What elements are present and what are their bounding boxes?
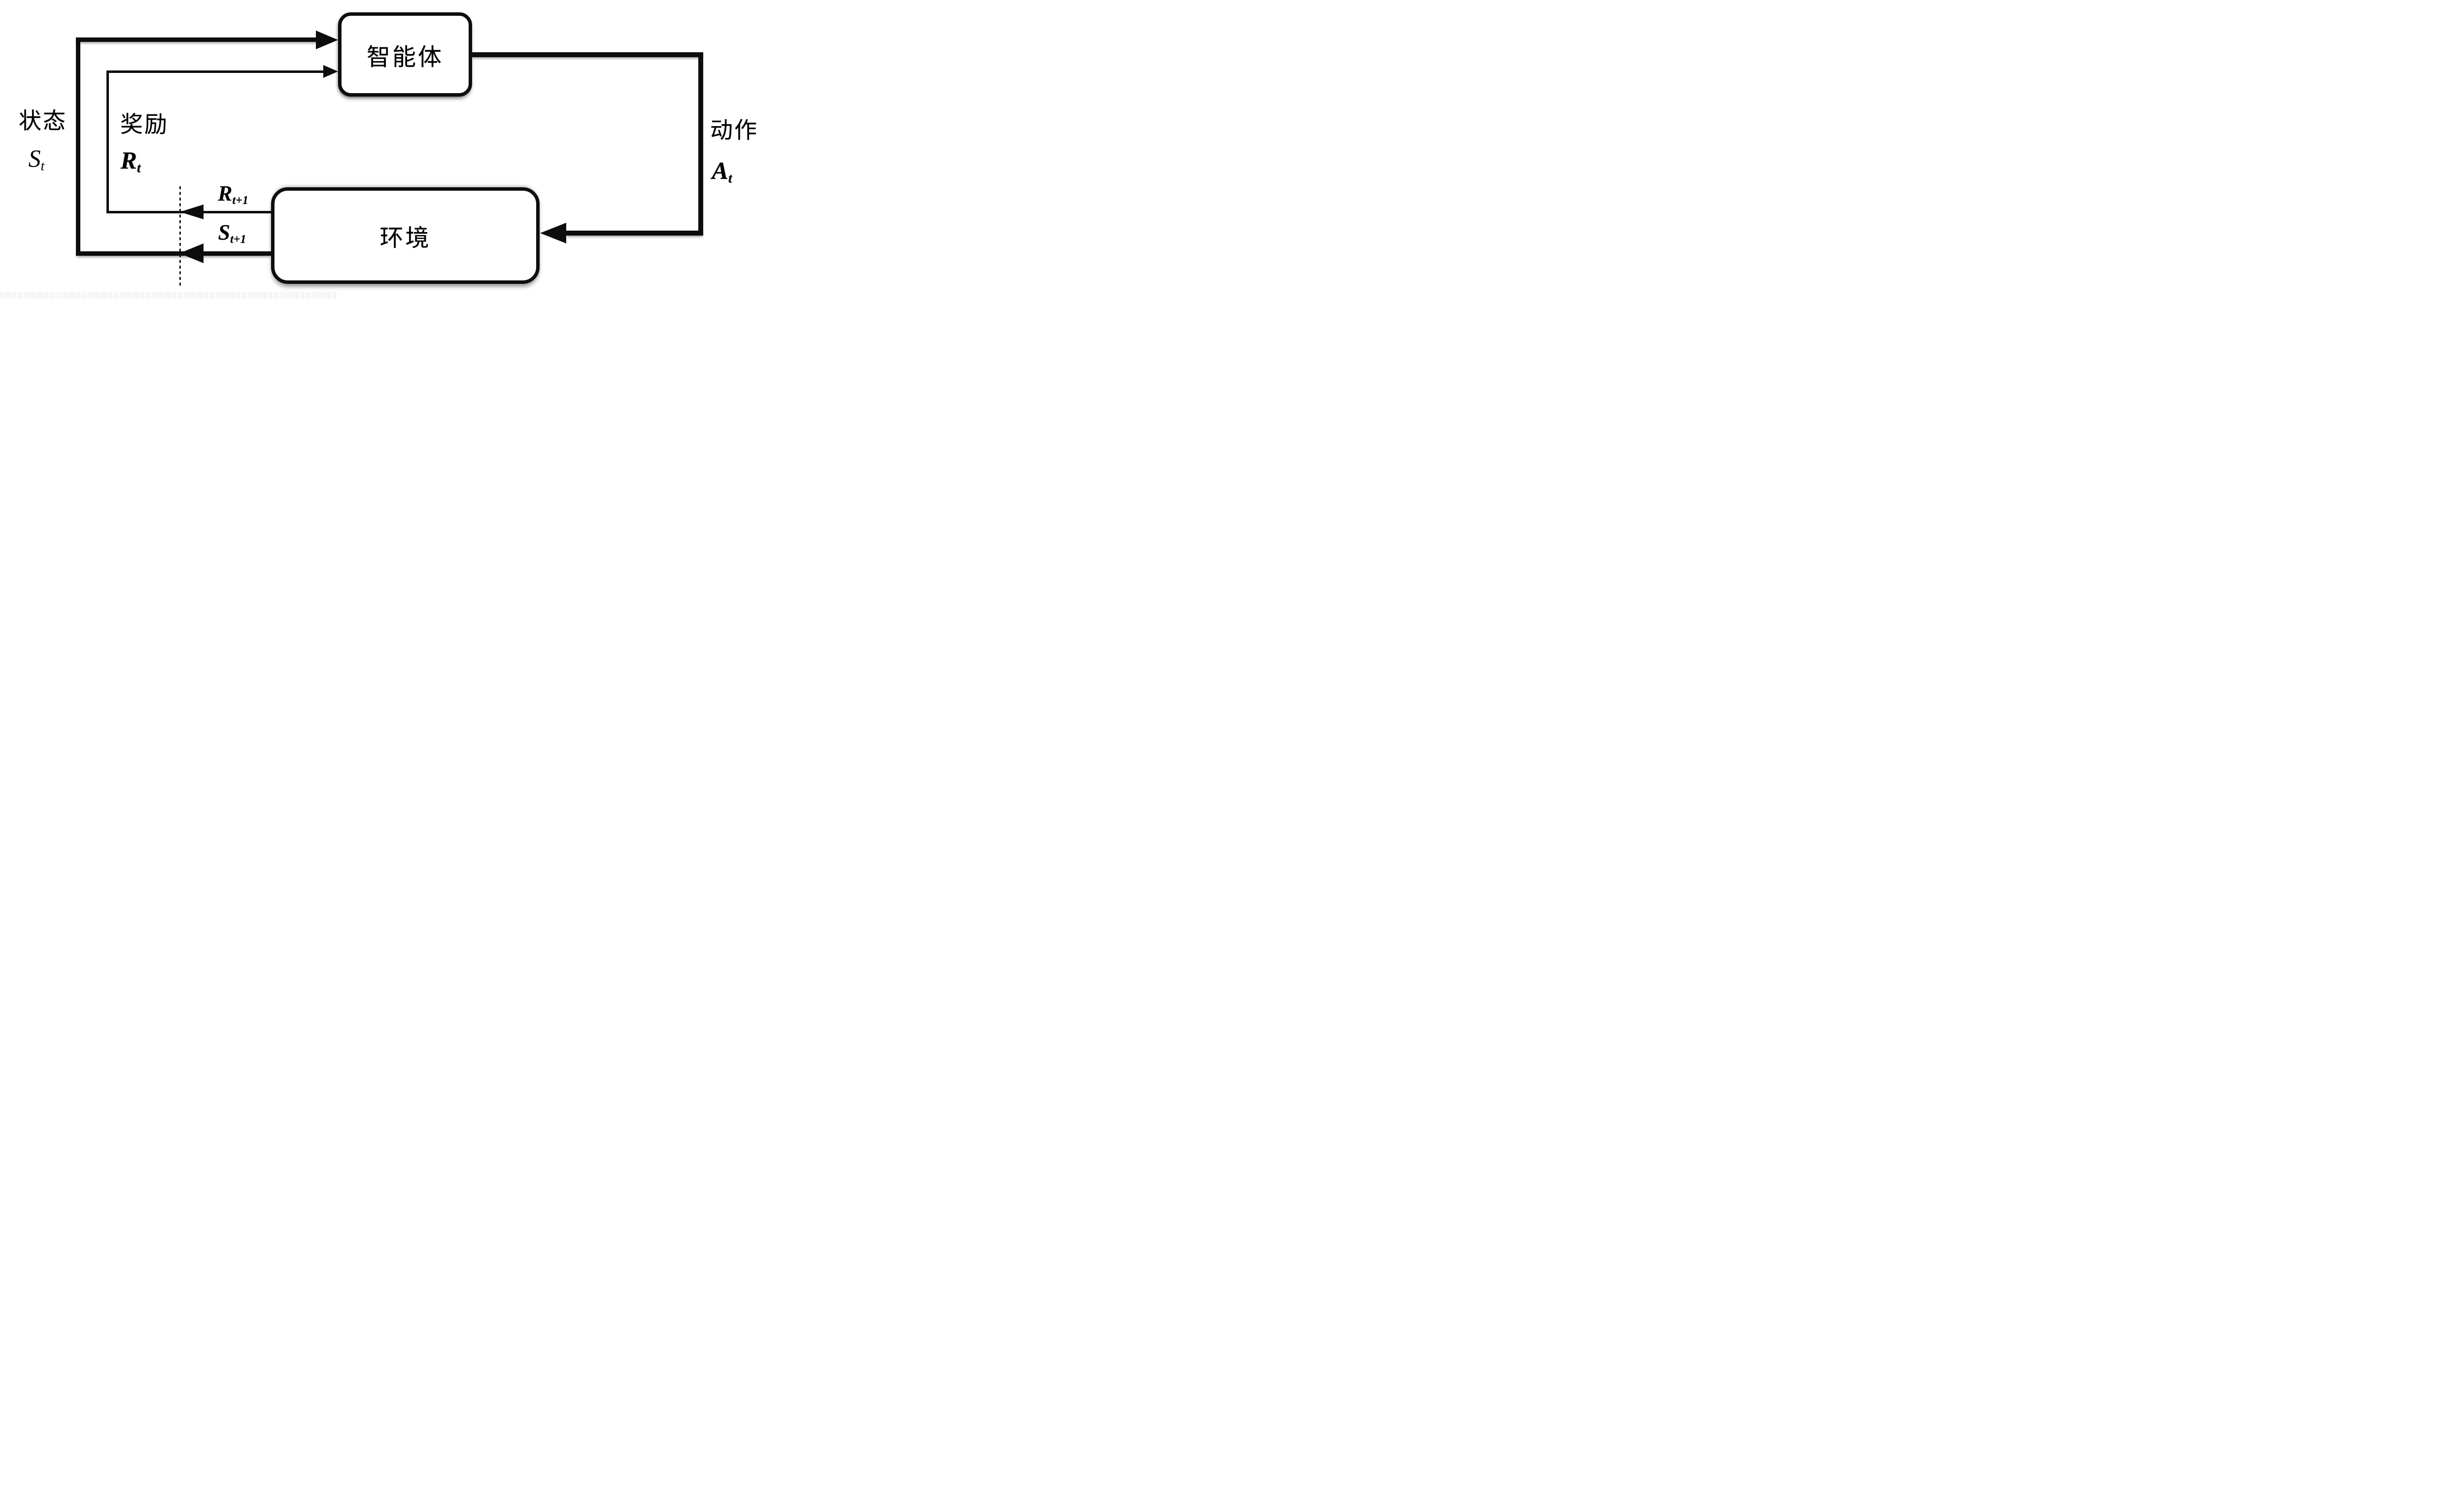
state-symbol: St bbox=[29, 146, 45, 172]
reward-label: 奖励 bbox=[120, 112, 169, 137]
next-state-arrowhead-icon bbox=[179, 243, 204, 263]
state-symbol-subscript: t bbox=[40, 158, 45, 173]
ghost-caption-strip bbox=[1, 292, 338, 299]
state-line-top-horizontal bbox=[76, 37, 318, 42]
action-symbol: At bbox=[712, 158, 732, 185]
action-line-top-horizontal bbox=[472, 52, 703, 57]
action-line-vertical bbox=[698, 52, 703, 236]
next-reward-arrowhead-icon bbox=[180, 205, 204, 219]
reward-line-vertical bbox=[106, 70, 109, 213]
time-step-dashed-divider bbox=[179, 186, 181, 287]
state-symbol-base: S bbox=[28, 144, 41, 172]
state-label: 状态 bbox=[19, 108, 67, 134]
agent-node-label: 智能体 bbox=[366, 44, 444, 70]
state-arrowhead-into-agent-icon bbox=[316, 31, 338, 49]
action-symbol-base: A bbox=[712, 156, 728, 184]
next-state-symbol-subscript: t+1 bbox=[230, 232, 246, 246]
next-reward-symbol-base: R bbox=[218, 181, 233, 206]
reward-line-top-horizontal bbox=[106, 70, 325, 73]
action-label: 动作 bbox=[710, 118, 758, 143]
next-state-symbol-base: S bbox=[218, 220, 230, 245]
next-state-line-horizontal bbox=[76, 251, 271, 256]
action-line-bottom-horizontal bbox=[566, 231, 703, 236]
next-state-symbol: St+1 bbox=[218, 222, 246, 245]
reward-symbol: Rt bbox=[121, 148, 141, 174]
agent-node: 智能体 bbox=[338, 12, 472, 97]
state-line-vertical bbox=[76, 37, 80, 255]
next-reward-symbol-subscript: t+1 bbox=[232, 193, 248, 207]
rl-agent-environment-loop-diagram: 智能体 环境 状态 St 奖励 Rt 动作 At Rt+1 St+1 bbox=[0, 0, 788, 301]
reward-symbol-subscript: t bbox=[137, 160, 141, 175]
environment-node: 环境 bbox=[271, 187, 540, 284]
action-symbol-subscript: t bbox=[728, 170, 732, 186]
environment-node-label: 环境 bbox=[379, 225, 431, 251]
action-arrowhead-into-environment-icon bbox=[540, 223, 566, 243]
reward-symbol-base: R bbox=[120, 146, 137, 174]
next-reward-symbol: Rt+1 bbox=[218, 183, 248, 206]
reward-arrowhead-into-agent-icon bbox=[323, 65, 338, 78]
